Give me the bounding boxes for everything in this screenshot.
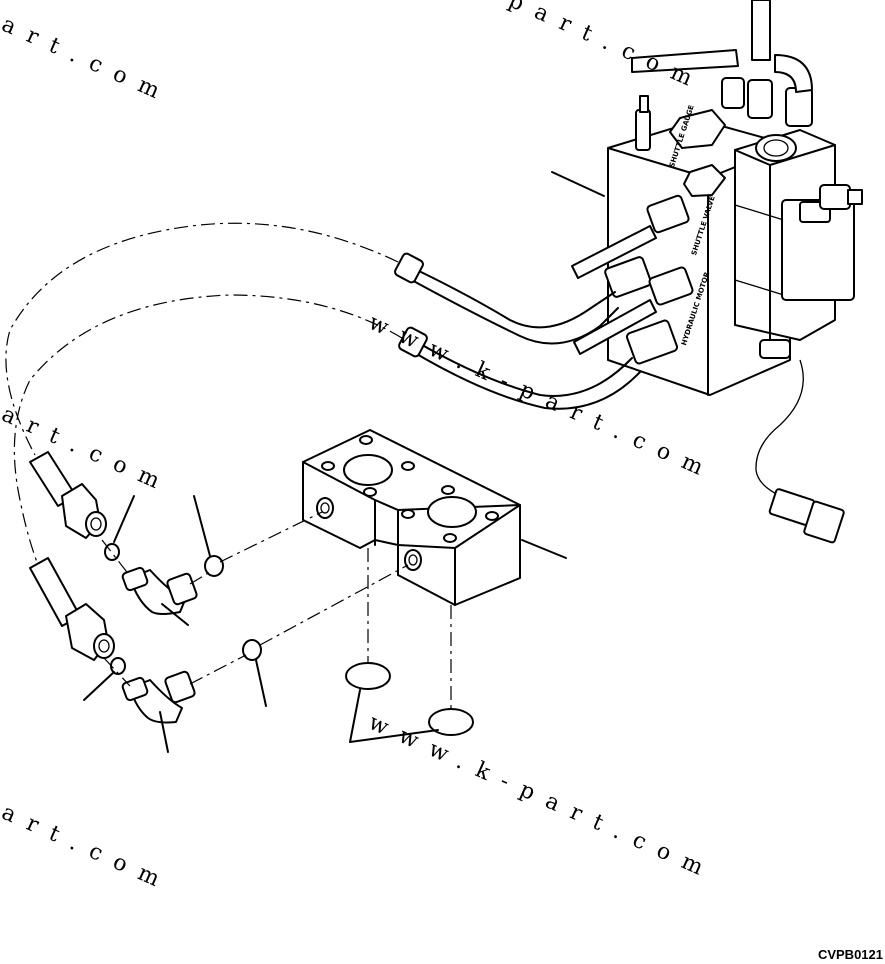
figure-code: CVPB0121 xyxy=(817,947,883,962)
assembly-centerlines xyxy=(101,511,452,708)
manifold-block xyxy=(302,429,567,606)
elbow-lower xyxy=(121,670,196,724)
hose-end-lower xyxy=(29,557,115,661)
electrical-connector xyxy=(755,359,845,544)
hose-phantom-lines xyxy=(5,222,403,571)
leader-lines xyxy=(83,495,439,753)
valve-block xyxy=(551,0,863,396)
hose-end-upper xyxy=(29,451,107,539)
elbow-upper xyxy=(121,566,198,615)
short-pipes xyxy=(571,225,657,355)
hoses xyxy=(394,252,641,410)
